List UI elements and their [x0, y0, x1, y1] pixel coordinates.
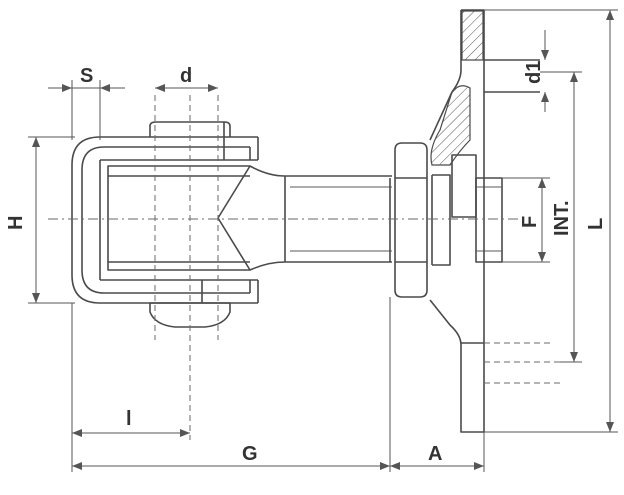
bolt-shank [249, 165, 392, 271]
dimension-G [72, 297, 391, 472]
label-S: S [80, 65, 93, 87]
dimension-S [48, 80, 125, 140]
dimension-H [28, 136, 75, 304]
dimension-d [155, 84, 218, 92]
label-A: A [428, 443, 442, 465]
bolt-head-inner [107, 165, 251, 271]
dimension-d1 [541, 30, 549, 112]
label-F: F [519, 216, 541, 228]
label-L: L [585, 218, 607, 230]
dimension-L [484, 9, 618, 433]
dimension-A [390, 432, 485, 472]
label-d1: d1 [523, 61, 545, 84]
hex-nut [389, 142, 451, 298]
label-l: l [126, 408, 132, 430]
label-INT: INT. [551, 200, 573, 236]
weld-plate [429, 9, 560, 433]
label-H: H [5, 216, 27, 230]
center-lines [48, 95, 525, 440]
dimension-INT [540, 71, 582, 363]
label-d: d [180, 65, 192, 87]
hinge-bracket [71, 136, 259, 304]
washer [451, 154, 503, 263]
dimension-F [502, 177, 550, 263]
label-G: G [242, 443, 258, 465]
dimension-l [71, 303, 190, 472]
